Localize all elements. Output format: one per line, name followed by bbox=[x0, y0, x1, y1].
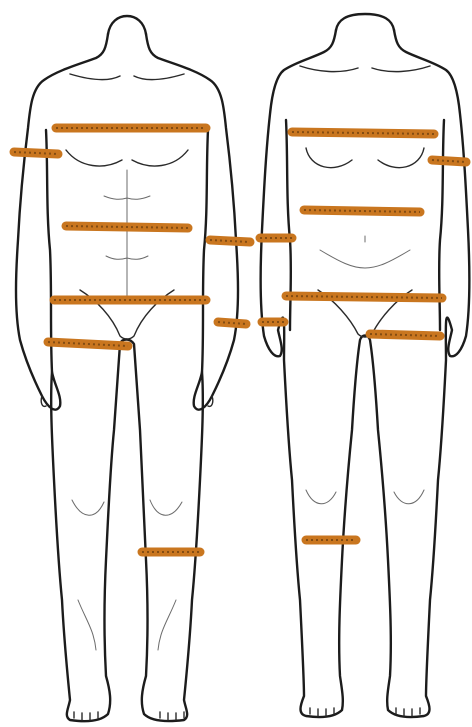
female-waist-tape bbox=[304, 210, 420, 212]
female-feet bbox=[310, 708, 420, 716]
male-wrist-tape bbox=[218, 322, 246, 324]
female-figure bbox=[261, 14, 470, 717]
male-figure bbox=[16, 16, 238, 721]
male-neck bbox=[108, 16, 146, 34]
female-hip-tape bbox=[286, 296, 442, 298]
male-feet bbox=[74, 712, 184, 720]
male-body-outline bbox=[16, 34, 238, 721]
female-neck bbox=[336, 14, 394, 30]
